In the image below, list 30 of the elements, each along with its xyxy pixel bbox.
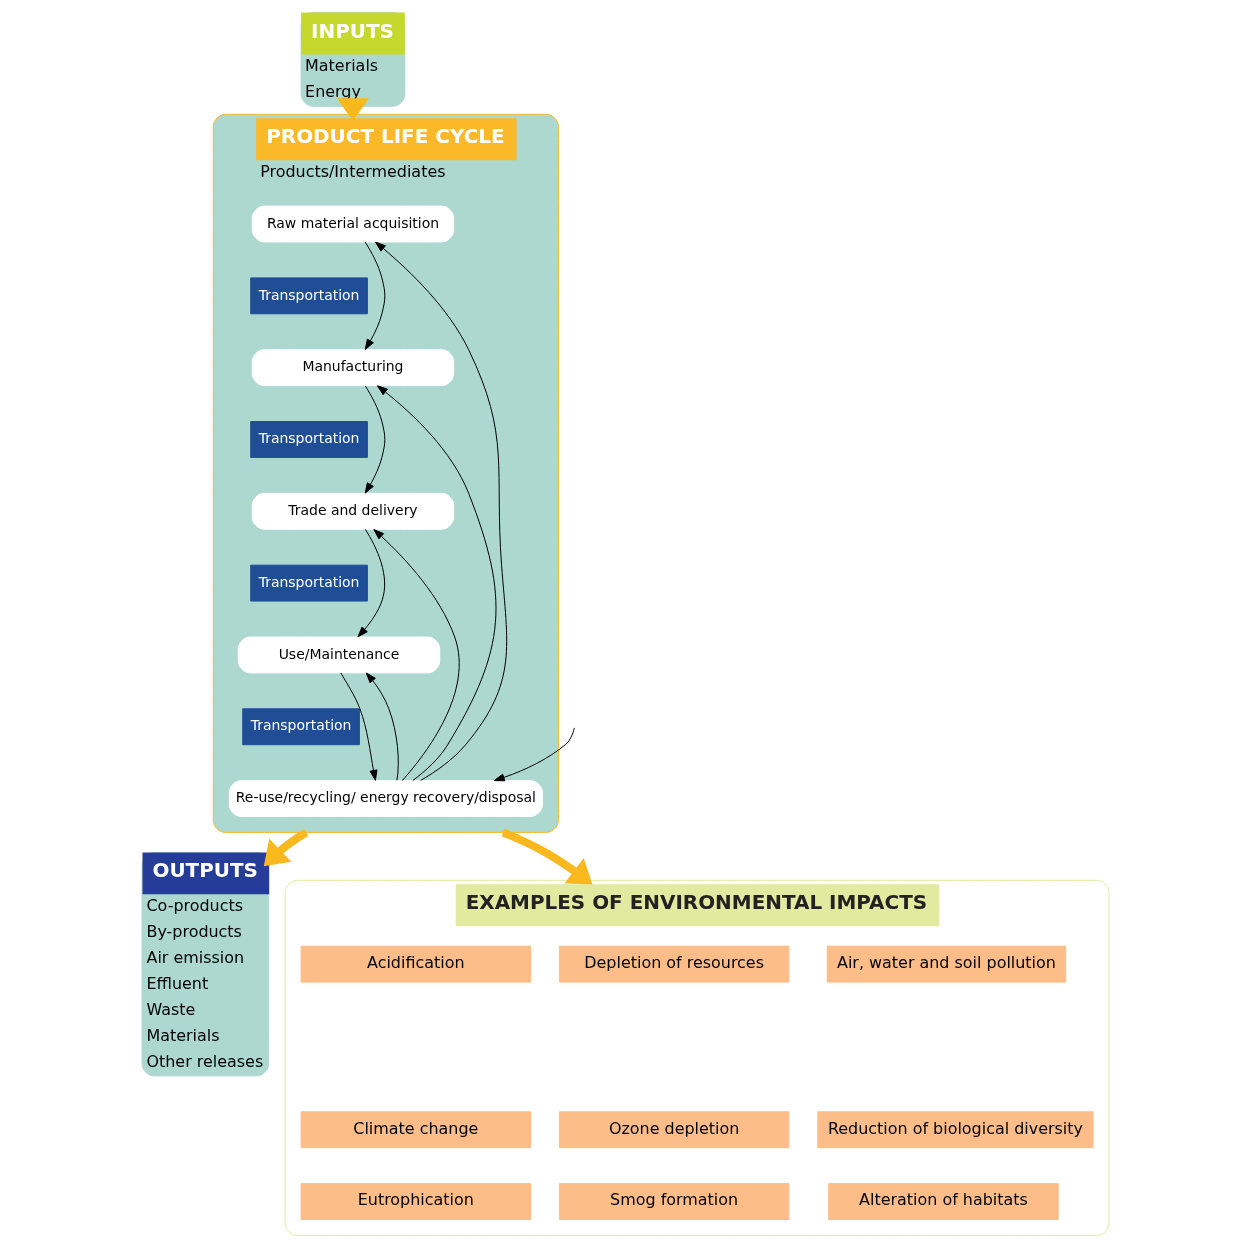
node-box: Smog formation [558, 1183, 789, 1220]
node-box: Acidification [300, 945, 531, 983]
node-box: Raw material acquisition [251, 205, 454, 243]
node-box: Manufacturing [251, 349, 454, 387]
arrow [364, 241, 385, 350]
arrow [365, 672, 399, 781]
node-box: Ozone depletion [558, 1111, 789, 1149]
arrow [364, 385, 385, 494]
arrow [374, 241, 507, 781]
arrow [493, 727, 575, 782]
arrow [336, 98, 369, 122]
node-box: Transportation [249, 277, 368, 315]
node-box: Eutrophication [300, 1183, 531, 1220]
node-box: Alteration of habitats [827, 1183, 1059, 1220]
node-box: Air, water and soil pollution [826, 945, 1066, 983]
node-box: Use/Maintenance [237, 636, 440, 674]
node-box: Reduction of biological diversity [816, 1111, 1094, 1149]
node-box: Transportation [249, 421, 368, 458]
arrow [372, 529, 460, 781]
node-box: Transportation [249, 564, 368, 602]
node-box: Trade and delivery [251, 492, 454, 530]
arrow [263, 829, 308, 867]
node-box: Transportation [241, 708, 360, 746]
arrow [339, 672, 377, 781]
node-box: Depletion of resources [558, 945, 789, 983]
arrow [376, 385, 496, 781]
arrow [501, 828, 592, 885]
node-box: Climate change [300, 1111, 531, 1149]
arrow [357, 528, 385, 638]
node-box: Re-use/recycling/ energy recovery/disposal [228, 780, 543, 817]
